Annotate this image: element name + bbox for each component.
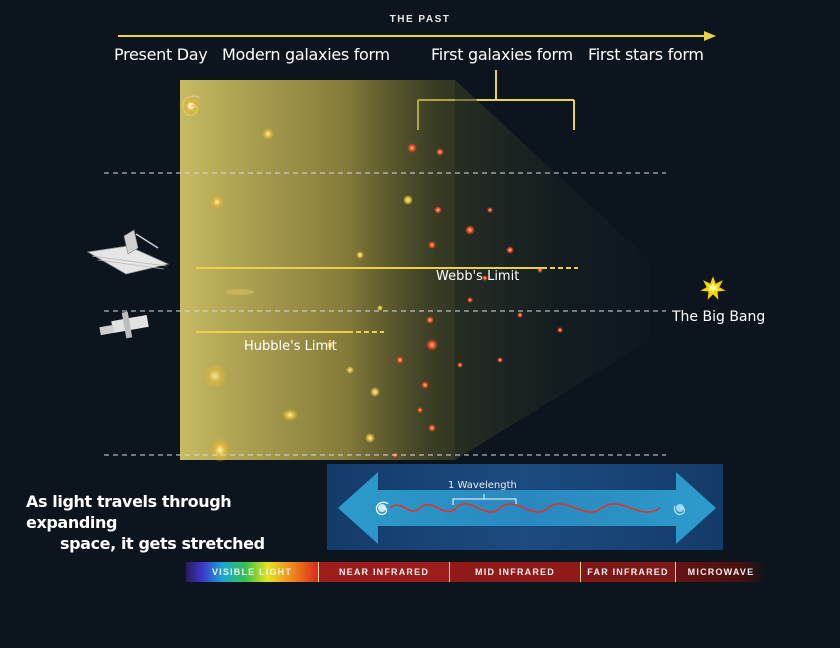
stretch-panel — [327, 464, 723, 550]
era-label-first-stars: First stars form — [588, 45, 704, 64]
spectrum-near-infrared: NEAR INFRARED — [319, 562, 450, 582]
dashed-guides — [104, 172, 666, 456]
light-cone — [180, 80, 650, 460]
stretch-caption: As light travels through expanding space… — [26, 491, 326, 554]
galaxy-field — [181, 96, 563, 462]
era-label-modern-galaxies: Modern galaxies form — [222, 45, 390, 64]
telescope-webb-icon — [86, 229, 170, 275]
telescope-hubble-icon — [99, 311, 149, 339]
spectrum-bar: VISIBLE LIGHT NEAR INFRARED MID INFRARED… — [186, 562, 766, 582]
spiral-galaxy-icon — [673, 504, 686, 516]
hubble-limit-label: Hubble's Limit — [244, 339, 337, 354]
spectrum-far-infrared: FAR INFRARED — [581, 562, 676, 582]
era-label-present-day: Present Day — [114, 45, 208, 64]
timeline-arrow — [118, 31, 716, 41]
spectrum-visible-light: VISIBLE LIGHT — [186, 562, 319, 582]
light-wave — [389, 503, 661, 513]
double-arrow — [338, 472, 716, 544]
spectrum-mid-infrared: MID INFRARED — [450, 562, 581, 582]
starburst-icon — [697, 273, 729, 303]
big-bang-label: The Big Bang — [672, 309, 766, 325]
spiral-galaxy-icon — [182, 95, 201, 116]
stretch-caption-line1: As light travels through expanding — [26, 492, 232, 532]
era-label-first-galaxies: First galaxies form — [431, 45, 573, 64]
wavelength-label: 1 Wavelength — [448, 480, 517, 491]
wavelength-bracket — [452, 494, 517, 505]
spectrum-microwave: MICROWAVE — [676, 562, 766, 582]
webb-limit-label: Webb's Limit — [436, 269, 520, 284]
timeline-title: THE PAST — [389, 14, 451, 25]
spiral-galaxy-icon — [375, 501, 389, 516]
stretch-caption-line2: space, it gets stretched — [60, 534, 265, 553]
